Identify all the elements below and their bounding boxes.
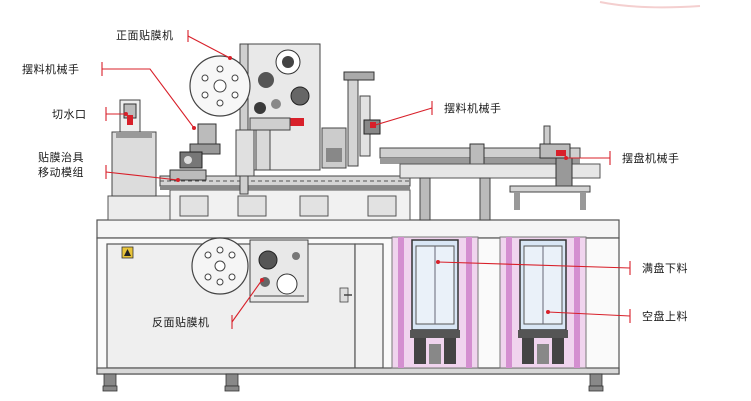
label-fixture-module-line1: 贴膜治具 — [38, 151, 84, 164]
water-cut-port-unit — [111, 99, 157, 197]
label-feeding-arm-right: 摆料机械手 — [444, 102, 502, 115]
leader-dots — [124, 56, 568, 314]
empty-tray-magazine — [499, 236, 587, 369]
leader-lines — [101, 30, 631, 329]
label-fixture-module-line2: 移动模组 — [38, 166, 84, 179]
fixture-rail — [159, 169, 411, 190]
transfer-rail — [379, 143, 601, 221]
label-feeding-arm-left: 摆料机械手 — [22, 63, 80, 76]
warning-sticker — [121, 246, 134, 259]
label-tray-arm: 摆盘机械手 — [622, 152, 680, 165]
machine-feet — [102, 373, 604, 392]
front-laminator-machine — [189, 43, 321, 195]
label-front-laminator: 正面贴膜机 — [116, 29, 174, 42]
right-feeding-arm — [321, 71, 381, 169]
left-feeding-arm — [179, 123, 221, 169]
label-empty-tray-load: 空盘上料 — [642, 310, 688, 323]
label-water-cut-port: 切水口 — [52, 108, 87, 121]
label-back-laminator: 反面贴膜机 — [152, 316, 210, 329]
work-table — [107, 189, 411, 221]
door-handle — [339, 287, 352, 303]
label-full-tray-unload: 满盘下料 — [642, 262, 688, 275]
full-tray-magazine — [391, 236, 479, 369]
back-laminator-machine — [191, 237, 309, 303]
